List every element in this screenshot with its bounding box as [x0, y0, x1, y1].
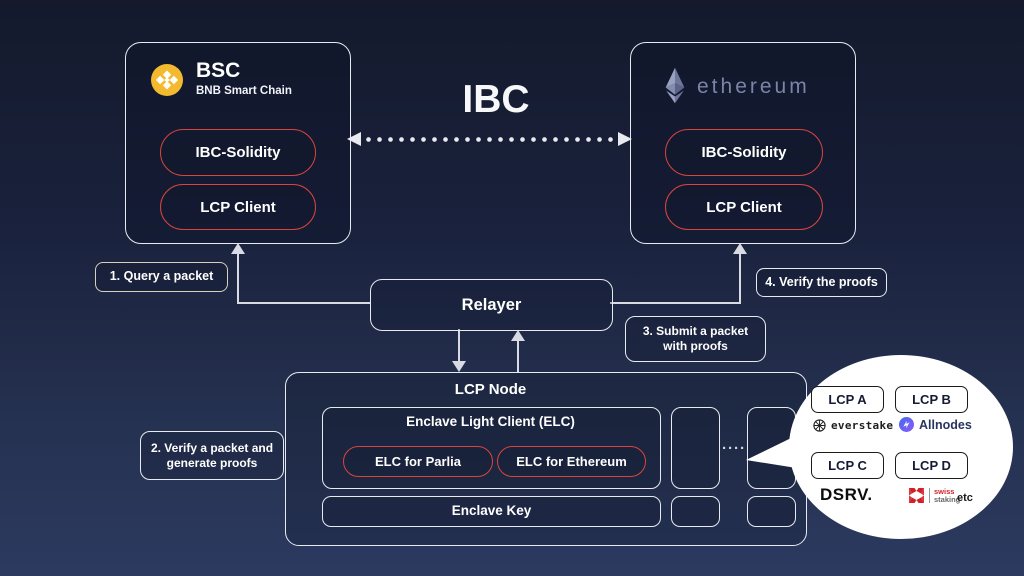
lcp-b-label: LCP B: [912, 392, 951, 407]
ibc-dotted-arrow: [347, 131, 632, 147]
ethereum-chain-box: ethereum IBC-Solidity LCP Client: [630, 42, 856, 244]
elc-parlia-label: ELC for Parlia: [375, 454, 461, 469]
relayer-box: Relayer: [370, 279, 613, 331]
ethereum-diamond-icon: [665, 67, 685, 104]
ethereum-ibc-solidity: IBC-Solidity: [665, 129, 823, 176]
relayer-label: Relayer: [461, 295, 522, 314]
elc-for-parlia: ELC for Parlia: [343, 446, 493, 477]
elc-ethereum-label: ELC for Ethereum: [516, 454, 627, 469]
lcp-node-placeholder-key-2: [747, 496, 796, 527]
bsc-title: BSC: [196, 59, 241, 82]
bubble-lcp-c: LCP C: [811, 452, 884, 479]
everstake-label: everstake: [831, 419, 894, 432]
bsc-lcp-client-label: LCP Client: [200, 198, 276, 216]
step4-text: 4. Verify the proofs: [765, 274, 878, 289]
allnodes-logo: Allnodes: [899, 417, 972, 432]
etc-label: etc: [957, 492, 973, 504]
arrowhead-to-bsc-icon: [231, 243, 245, 254]
everstake-logo: everstake: [813, 419, 893, 432]
speech-bubble: [746, 355, 1013, 539]
connector-eth-relayer-h: [610, 302, 740, 304]
step2-label: 2. Verify a packet and generate proofs: [140, 431, 284, 480]
connector-bsc-relayer-h: [237, 302, 371, 304]
everstake-globe-icon: [813, 419, 826, 432]
bsc-ibc-solidity: IBC-Solidity: [160, 129, 316, 176]
staking-label: staking: [934, 494, 961, 504]
step3-text: 3. Submit a packet with proofs: [642, 324, 749, 353]
ellipsis-dots: ····: [722, 440, 746, 457]
swiss-staking-logo: swiss staking: [908, 487, 960, 504]
elc-box: [322, 407, 661, 489]
allnodes-label: Allnodes: [919, 417, 972, 432]
arrowhead-to-ethereum-icon: [733, 243, 747, 254]
ethereum-lcp-client: LCP Client: [665, 184, 823, 230]
elc-for-ethereum: ELC for Ethereum: [497, 446, 646, 477]
bubble-lcp-d: LCP D: [895, 452, 968, 479]
connector-bsc-relayer-v: [237, 253, 239, 304]
lcp-node-title: LCP Node: [454, 381, 527, 398]
step1-text: 1. Query a packet: [109, 269, 214, 284]
bsc-subtitle: BNB Smart Chain: [196, 85, 292, 97]
lcp-node-box: [285, 372, 807, 546]
step3-label: 3. Submit a packet with proofs: [625, 316, 766, 362]
bsc-lcp-client: LCP Client: [160, 184, 316, 230]
step1-label: 1. Query a packet: [95, 262, 228, 292]
elc-title: Enclave Light Client (ELC): [406, 414, 575, 429]
lcp-a-label: LCP A: [828, 392, 867, 407]
enclave-key-box: Enclave Key: [322, 496, 661, 527]
ethereum-lcp-client-label: LCP Client: [706, 198, 782, 216]
bubble-lcp-a: LCP A: [811, 386, 884, 413]
lcp-d-label: LCP D: [912, 458, 951, 473]
connector-lcpnode-relayer-up: [517, 341, 519, 372]
bsc-chain-box: BSC BNB Smart Chain IBC-Solidity LCP Cli…: [125, 42, 351, 244]
connector-relayer-lcpnode-down: [458, 329, 460, 362]
swiss-label: swiss: [934, 486, 955, 496]
allnodes-circle-icon: [899, 417, 914, 432]
ethereum-logo: ethereum: [661, 65, 810, 109]
bnb-logo-icon: [151, 64, 183, 96]
swiss-staking-x-icon: [909, 488, 924, 503]
arrowhead-right-icon: [618, 132, 632, 146]
arrowhead-up-icon: [511, 330, 525, 341]
arrowhead-down-icon: [452, 361, 466, 372]
ethereum-ibc-solidity-label: IBC-Solidity: [701, 144, 787, 161]
ibc-logo: IBC: [462, 78, 530, 121]
connector-eth-relayer-v: [739, 253, 741, 304]
ethereum-logo-text: ethereum: [697, 75, 810, 98]
dotted-line: [361, 136, 618, 142]
lcp-c-label: LCP C: [828, 458, 867, 473]
lcp-node-placeholder-elc-1: [671, 407, 720, 489]
enclave-key-label: Enclave Key: [451, 503, 532, 519]
bsc-ibc-solidity-label: IBC-Solidity: [195, 144, 281, 161]
dsrv-logo: DSRV.: [820, 485, 873, 504]
bubble-lcp-b: LCP B: [895, 386, 968, 413]
arrowhead-left-icon: [347, 132, 361, 146]
step4-label: 4. Verify the proofs: [756, 268, 887, 297]
lcp-node-placeholder-key-1: [671, 496, 720, 527]
step2-text: 2. Verify a packet and generate proofs: [150, 440, 274, 470]
